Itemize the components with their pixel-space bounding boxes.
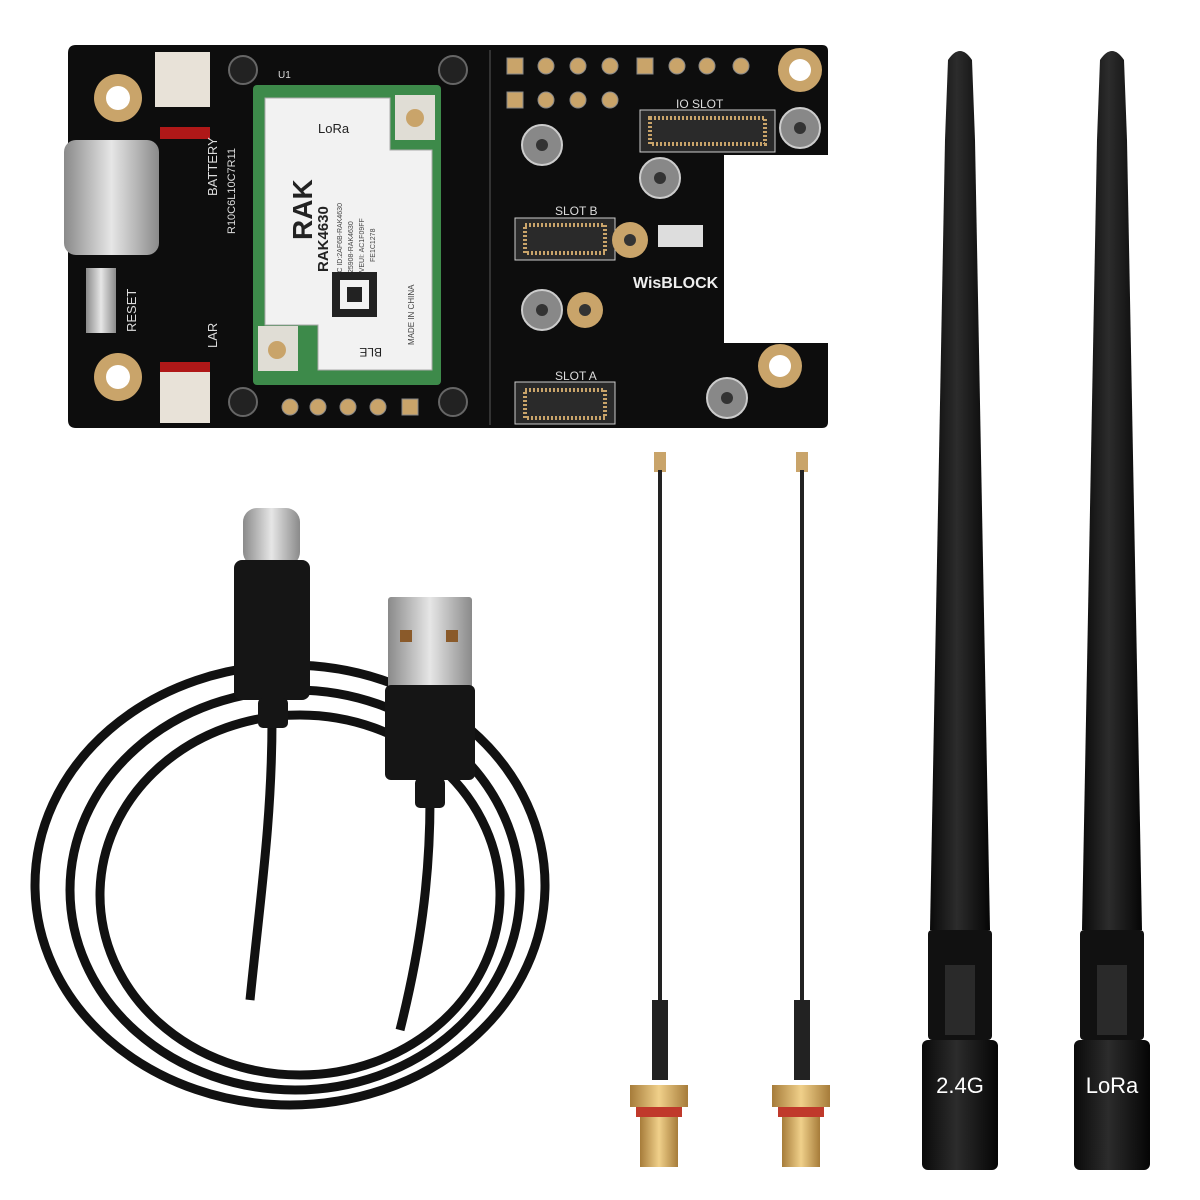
module-serial: FE1C1278	[370, 228, 377, 262]
reset-button[interactable]	[86, 268, 116, 333]
module-deveui: DEVEUI: AC1F09FF	[359, 218, 366, 282]
module-origin: MADE IN CHINA	[407, 284, 416, 345]
slot-b-label: SLOT B	[555, 204, 597, 218]
io-slot-connector	[639, 109, 776, 153]
antenna-label-lora: LoRa	[1086, 1073, 1139, 1098]
mounting-hole	[94, 74, 142, 122]
module-ic: IC:25908-RAK4630	[348, 221, 355, 282]
slot-b-connector	[514, 217, 616, 261]
mounting-hole	[758, 344, 802, 388]
wisblock-logo: WisBLOCK	[633, 275, 719, 292]
module-brand: RAK	[287, 179, 318, 240]
mounting-hole	[778, 48, 822, 92]
module-fcc: FCC ID:2AF6B-RAK4630	[337, 203, 344, 282]
wisblock-base-board: RESET BATTERY LAR R10C6L10C7R11 U1 LoRa …	[64, 45, 828, 428]
ipex-pigtail-cable	[772, 452, 830, 1167]
antenna-2-4g: 2.4G	[922, 51, 998, 1170]
module-model: RAK4630	[315, 206, 332, 272]
usb-c-plug	[234, 508, 310, 728]
battery-connector	[155, 52, 210, 107]
battery-label: BATTERY	[205, 137, 220, 196]
solar-label: LAR	[205, 323, 220, 348]
usb-a-plug	[385, 597, 475, 808]
antenna-lora: LoRa	[1074, 51, 1150, 1170]
slot-a-connector	[514, 381, 616, 425]
reset-label: RESET	[124, 289, 139, 332]
usb-c-port	[64, 140, 159, 255]
rak4630-module: LoRa RAK RAK4630 FCC ID:2AF6B-RAK4630 IC…	[253, 85, 441, 385]
io-slot-label: IO SLOT	[676, 97, 724, 111]
solar-connector	[160, 368, 210, 423]
u1-label: U1	[278, 70, 291, 81]
antenna-label-2-4g: 2.4G	[936, 1073, 984, 1098]
ipex-pigtail-cable	[630, 452, 688, 1167]
module-ble-label: BLE	[359, 345, 382, 359]
slot-a-label: SLOT A	[555, 369, 597, 383]
mounting-hole	[94, 353, 142, 401]
resistor-labels: R10C6L10C7R11	[226, 148, 238, 234]
module-lora-label: LoRa	[318, 121, 350, 136]
